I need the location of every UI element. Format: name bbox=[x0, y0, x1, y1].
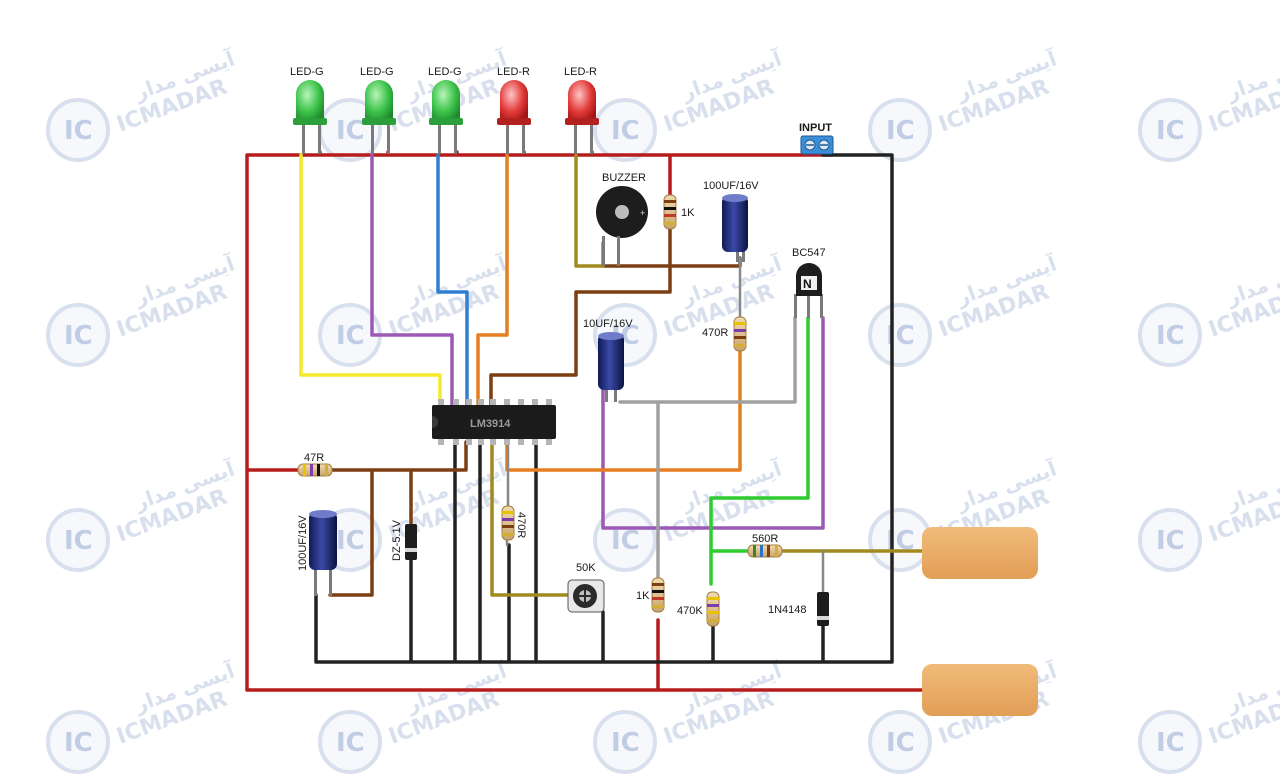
input-terminal bbox=[800, 135, 834, 155]
resistor-47r bbox=[297, 463, 333, 477]
resistor-470k bbox=[706, 591, 720, 627]
svg-text:IC: IC bbox=[611, 526, 640, 556]
wire-green bbox=[709, 316, 810, 586]
wire-yellow bbox=[299, 153, 442, 407]
label-resistor-1k-bottom: 1K bbox=[636, 590, 650, 602]
svg-text:IC: IC bbox=[64, 321, 93, 351]
label-resistor-560r: 560R bbox=[752, 533, 778, 545]
label-resistor-470k: 470K bbox=[677, 605, 703, 617]
label-led-4: LED-R bbox=[497, 66, 530, 78]
label-led-1: LED-G bbox=[290, 66, 324, 78]
capacitor-100uf-left bbox=[309, 510, 337, 596]
wire-legs bbox=[505, 256, 825, 594]
wire-black-ground bbox=[314, 153, 894, 664]
led-5 bbox=[565, 80, 599, 154]
resistor-1k-bottom bbox=[651, 577, 665, 613]
zener-diode bbox=[405, 524, 417, 560]
buzzer: + bbox=[596, 186, 648, 266]
wire-purple bbox=[370, 153, 825, 530]
label-transistor: BC547 bbox=[792, 247, 826, 259]
resistor-470r-top bbox=[733, 316, 747, 352]
svg-text:IC: IC bbox=[611, 728, 640, 758]
label-resistor-470r-top: 470R bbox=[702, 327, 728, 339]
label-diode: 1N4148 bbox=[768, 604, 807, 616]
probe-pad-bottom bbox=[922, 664, 1038, 716]
ic-lm3914 bbox=[432, 399, 556, 445]
label-zener: DZ-5.1V bbox=[391, 519, 403, 561]
resistor-1k-top bbox=[663, 194, 677, 230]
potentiometer-50k bbox=[567, 579, 605, 613]
led-1 bbox=[293, 80, 327, 154]
probe-pad-top bbox=[922, 527, 1038, 579]
led-3 bbox=[429, 80, 463, 154]
label-capacitor-100uf-left: 100UF/16V bbox=[297, 515, 309, 571]
label-led-5: LED-R bbox=[564, 66, 597, 78]
led-4 bbox=[497, 80, 531, 154]
svg-text:IC: IC bbox=[1156, 116, 1185, 146]
resistor-560r bbox=[747, 544, 783, 558]
label-resistor-47r: 47R bbox=[304, 452, 324, 464]
label-buzzer: BUZZER bbox=[602, 172, 646, 184]
transistor-bc547: N bbox=[794, 263, 823, 318]
svg-text:IC: IC bbox=[64, 116, 93, 146]
capacitor-10uf bbox=[598, 332, 624, 402]
label-resistor-1k-top: 1K bbox=[681, 207, 695, 219]
svg-text:IC: IC bbox=[64, 728, 93, 758]
svg-text:IC: IC bbox=[336, 321, 365, 351]
svg-text:IC: IC bbox=[336, 728, 365, 758]
led-2 bbox=[362, 80, 396, 154]
label-led-3: LED-G bbox=[428, 66, 462, 78]
label-capacitor-100uf-top: 100UF/16V bbox=[703, 180, 759, 192]
svg-text:IC: IC bbox=[1156, 321, 1185, 351]
label-led-2: LED-G bbox=[360, 66, 394, 78]
svg-text:IC: IC bbox=[336, 526, 365, 556]
svg-text:IC: IC bbox=[611, 116, 640, 146]
resistor-470r-bottom bbox=[501, 505, 515, 541]
svg-text:IC: IC bbox=[886, 728, 915, 758]
label-resistor-470r-bottom: 470R bbox=[515, 512, 527, 538]
svg-text:IC: IC bbox=[1156, 728, 1185, 758]
label-potentiometer: 50K bbox=[576, 562, 596, 574]
capacitor-100uf-top bbox=[722, 194, 748, 262]
svg-text:+: + bbox=[640, 208, 645, 218]
label-capacitor-10uf: 10UF/16V bbox=[583, 318, 633, 330]
label-input: INPUT bbox=[799, 122, 832, 134]
wire-gray bbox=[618, 316, 797, 582]
wire-blue bbox=[436, 153, 469, 407]
svg-text:IC: IC bbox=[886, 116, 915, 146]
svg-text:IC: IC bbox=[336, 116, 365, 146]
svg-text:IC: IC bbox=[64, 526, 93, 556]
label-ic: LM3914 bbox=[470, 418, 511, 430]
svg-text:IC: IC bbox=[1156, 526, 1185, 556]
diode-1n4148 bbox=[817, 592, 829, 626]
svg-text:N: N bbox=[803, 277, 812, 291]
